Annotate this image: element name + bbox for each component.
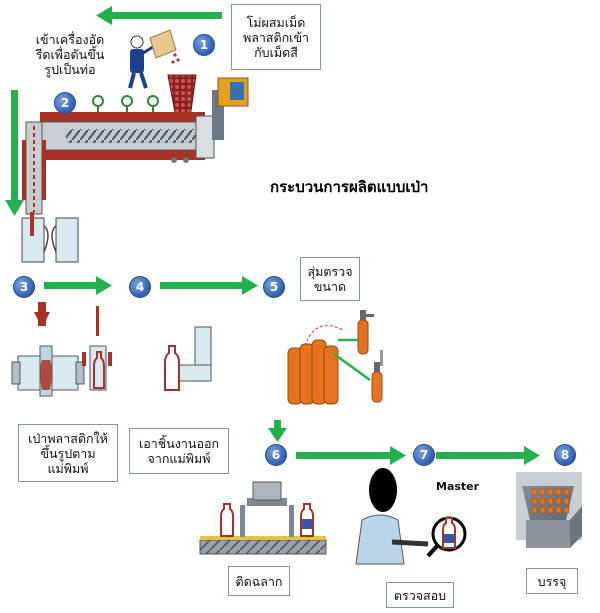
step-badge-3: 3 [13, 276, 35, 298]
step1-label: โม่ผสมเม็ด พลาสติกเข้า กับเม็ดสี [231, 4, 321, 70]
step7-label: ตรวจสอบ [386, 582, 454, 608]
arrow-down-left [5, 90, 24, 216]
step-badge-4: 4 [129, 276, 151, 298]
arrow-step4-to-step5 [160, 276, 258, 295]
gas-cylinder-icon [287, 310, 383, 405]
step3-label: เป่าพลาสติกให้ ขึ้นรูปตาม แม่พิมพ์ [18, 424, 118, 482]
arrow-step6-to-step7 [296, 446, 406, 465]
step4-label: เอาชิ้นงานออก จากแม่พิมพ์ [129, 428, 229, 474]
step-badge-1: 1 [193, 34, 215, 56]
arrow-step7-to-step8 [436, 446, 540, 465]
step5-label: สุ่มตรวจ ขนาด [300, 257, 360, 301]
master-label: Master [436, 480, 480, 493]
arrow-down-to-step6 [268, 420, 287, 442]
magnifier-icon [426, 516, 467, 558]
bottle-icon [164, 326, 212, 391]
flow-arrows [5, 6, 540, 465]
step8-label: บรรจุ [526, 568, 578, 594]
packing-box-icon [516, 472, 582, 548]
step-badge-8: 8 [554, 444, 576, 466]
step-badge-5: 5 [263, 276, 285, 298]
step2-label: เข้าเครื่องอัด รีดเพื่อดันขึ้น รูปเป็นท่… [24, 28, 116, 80]
extruder-icon [22, 74, 249, 215]
labeling-machine-icon [199, 481, 327, 555]
step-badge-6: 6 [265, 444, 287, 466]
inspector-icon [355, 468, 429, 565]
blow-mold-icon [11, 302, 112, 397]
mold-icon [21, 212, 79, 263]
worker-icon [128, 29, 180, 89]
step6-label: ติดฉลาก [228, 566, 290, 596]
diagram-title: กระบวนการผลิตแบบเป่า [270, 178, 429, 196]
arrow-step1-to-step2 [96, 6, 222, 25]
step-badge-2: 2 [54, 92, 76, 114]
arrow-step3-to-step4 [44, 276, 112, 295]
step-badge-7: 7 [413, 444, 435, 466]
